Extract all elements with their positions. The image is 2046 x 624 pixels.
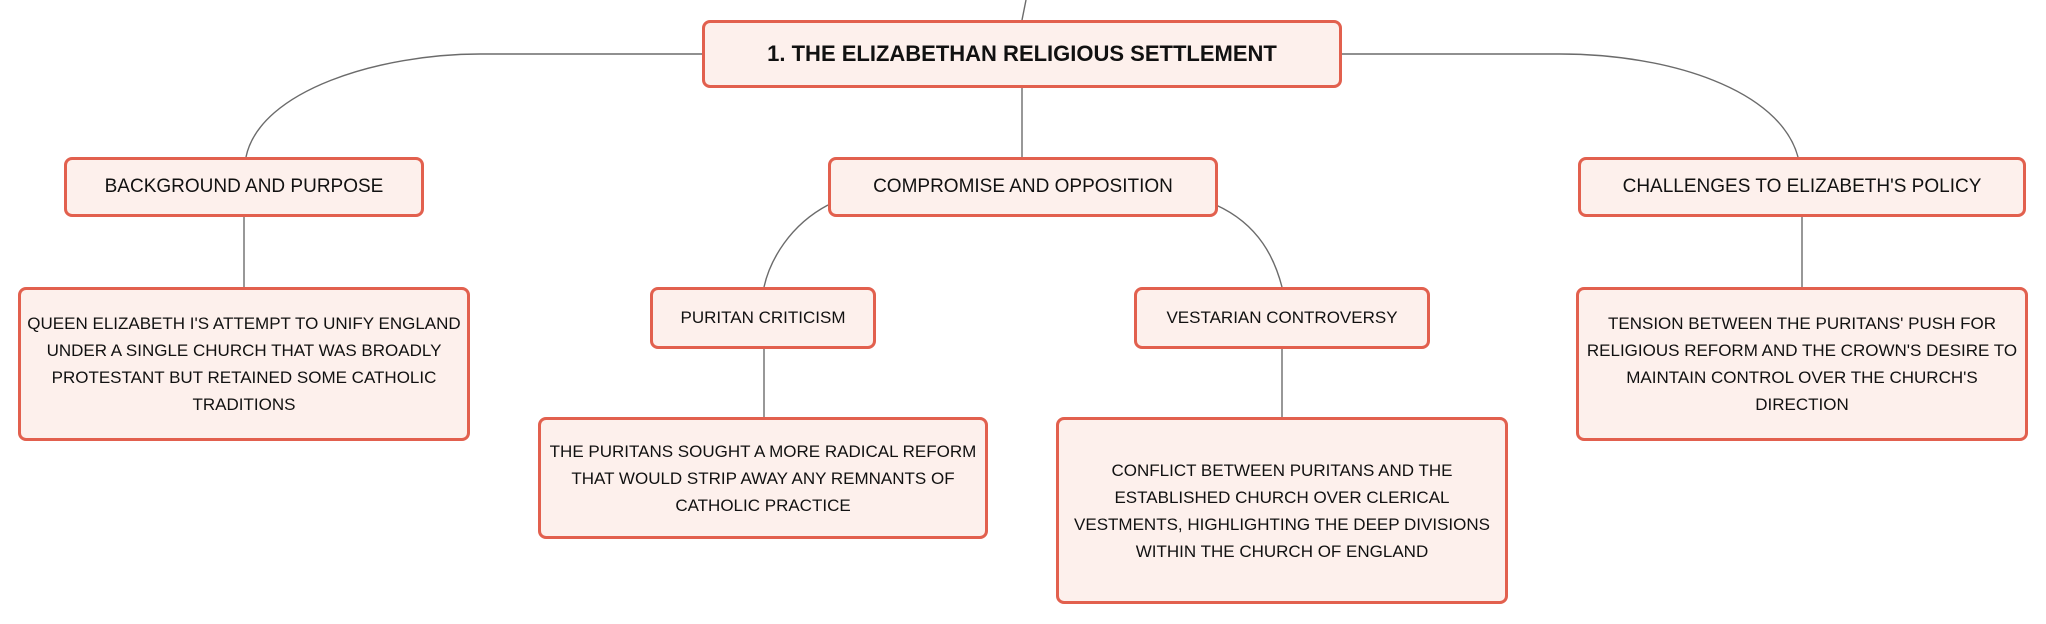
connector-root-to-background: [245, 53, 702, 158]
topic-title: CHALLENGES TO ELIZABETH'S POLICY: [1622, 176, 1982, 197]
subtopic-puritan-criticism[interactable]: PURITAN CRITICISM: [650, 287, 876, 349]
topic-title: COMPROMISE AND OPPOSITION: [873, 176, 1173, 197]
connector-root-to-challenges: [1342, 53, 1799, 158]
topic-challenges-to-policy[interactable]: CHALLENGES TO ELIZABETH'S POLICY: [1578, 157, 2026, 217]
detail-text: QUEEN ELIZABETH I'S ATTEMPT TO UNIFY ENG…: [27, 314, 461, 414]
subtopic-title: VESTARIAN CONTROVERSY: [1166, 308, 1398, 327]
detail-text: TENSION BETWEEN THE PURITANS' PUSH FOR R…: [1586, 314, 2018, 414]
detail-text: THE PURITANS SOUGHT A MORE RADICAL REFOR…: [549, 441, 977, 515]
connector-compromise-to-puritan: [763, 204, 829, 288]
detail-background-and-purpose[interactable]: QUEEN ELIZABETH I'S ATTEMPT TO UNIFY ENG…: [18, 287, 470, 441]
detail-puritan-criticism[interactable]: THE PURITANS SOUGHT A MORE RADICAL REFOR…: [538, 417, 988, 539]
detail-text: CONFLICT BETWEEN PURITANS AND THE ESTABL…: [1074, 460, 1490, 561]
root-topic-node[interactable]: 1. THE ELIZABETHAN RELIGIOUS SETTLEMENT: [702, 20, 1342, 88]
root-topic-title: 1. THE ELIZABETHAN RELIGIOUS SETTLEMENT: [767, 41, 1277, 66]
subtopic-vestarian-controversy[interactable]: VESTARIAN CONTROVERSY: [1134, 287, 1430, 349]
detail-vestarian-controversy[interactable]: CONFLICT BETWEEN PURITANS AND THE ESTABL…: [1056, 417, 1508, 604]
topic-compromise-and-opposition[interactable]: COMPROMISE AND OPPOSITION: [828, 157, 1218, 217]
connector-compromise-to-vestarian: [1215, 204, 1283, 288]
connector-parent-to-root: [1021, 0, 1027, 21]
subtopic-title: PURITAN CRITICISM: [680, 308, 846, 327]
detail-challenges-to-policy[interactable]: TENSION BETWEEN THE PURITANS' PUSH FOR R…: [1576, 287, 2028, 441]
topic-background-and-purpose[interactable]: BACKGROUND AND PURPOSE: [64, 157, 424, 217]
topic-title: BACKGROUND AND PURPOSE: [104, 176, 384, 197]
